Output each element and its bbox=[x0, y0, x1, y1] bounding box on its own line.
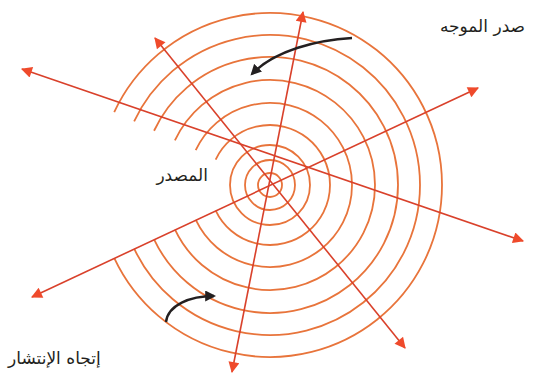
leader-arrow bbox=[166, 296, 214, 322]
wavefront-arc bbox=[175, 80, 375, 290]
propagation-ray bbox=[232, 12, 303, 372]
wavefront-arc bbox=[134, 35, 420, 335]
wavefront-label: صدر الموجه bbox=[440, 16, 525, 36]
propagation-ray bbox=[155, 38, 405, 348]
propagation-ray bbox=[32, 88, 478, 297]
direction-label: إتجاه الإنتشار bbox=[8, 348, 101, 368]
leader-arrow bbox=[252, 38, 352, 74]
source-label: المصدر bbox=[156, 165, 208, 185]
wavefront-arc bbox=[114, 13, 442, 357]
propagation-ray bbox=[22, 69, 523, 241]
